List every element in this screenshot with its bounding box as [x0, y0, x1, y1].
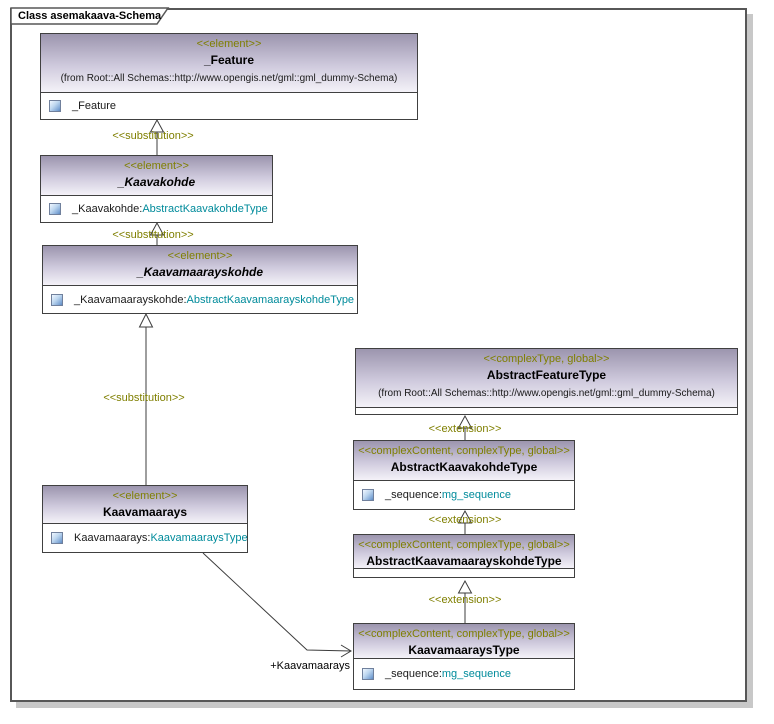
- extension-label-3: <<extension>>: [428, 594, 502, 606]
- node-name: AbstractKaavakohdeType: [390, 460, 538, 474]
- stereotype-label: <<complexType, global>>: [483, 353, 610, 365]
- attributes-compartment-empty: [354, 569, 574, 577]
- stereotype-label: <<element>>: [124, 160, 189, 172]
- association-role-label: +Kaavamaarays: [270, 660, 350, 672]
- attribute-type: mg_sequence: [441, 489, 511, 501]
- node-name: AbstractKaavamaarayskohdeType: [366, 554, 562, 568]
- frame-title: Class asemakaava-Schema: [18, 10, 162, 22]
- attribute-type: AbstractKaavakohdeType: [142, 203, 268, 215]
- class-node-abstractkaavamaarayskohdetype[interactable]: <<complexContent, complexType, global>> …: [353, 534, 575, 578]
- extension-label-2: <<extension>>: [428, 514, 502, 526]
- node-header: <<element>> _Kaavamaarayskohde: [43, 246, 357, 286]
- class-node-abstractfeaturetype[interactable]: <<complexType, global>> AbstractFeatureT…: [355, 348, 738, 415]
- node-header: <<complexContent, complexType, global>> …: [354, 535, 574, 569]
- attribute-name: _sequence:: [385, 668, 442, 680]
- node-name: AbstractFeatureType: [486, 368, 607, 382]
- attributes-compartment: _Kaavakohde: AbstractKaavakohdeType: [41, 196, 272, 222]
- attributes-compartment: _Feature: [41, 93, 417, 119]
- attribute-icon: [362, 668, 374, 680]
- node-header: <<complexType, global>> AbstractFeatureT…: [356, 349, 737, 408]
- substitution-label-2: <<substitution>>: [112, 229, 194, 241]
- stereotype-label: <<complexContent, complexType, global>>: [358, 539, 570, 551]
- node-package-path: (from Root::All Schemas::http://www.open…: [378, 388, 715, 399]
- node-header: <<complexContent, complexType, global>> …: [354, 624, 574, 659]
- attribute-name: Kaavamaarays:: [74, 532, 151, 544]
- substitution-label-1: <<substitution>>: [112, 130, 194, 142]
- node-name: _Kaavakohde: [117, 175, 196, 189]
- stereotype-label: <<complexContent, complexType, global>>: [358, 445, 570, 457]
- attributes-compartment: _sequence: mg_sequence: [354, 481, 574, 509]
- substitution-label-3: <<substitution>>: [103, 392, 185, 404]
- attribute-type: mg_sequence: [441, 668, 511, 680]
- attribute-icon: [49, 203, 61, 215]
- class-node-abstractkaavakohdetype[interactable]: <<complexContent, complexType, global>> …: [353, 440, 575, 510]
- class-node-kaavamaarays[interactable]: <<element>> Kaavamaarays Kaavamaarays: K…: [42, 485, 248, 553]
- attribute-name: _Kaavamaarayskohde:: [74, 293, 187, 306]
- attributes-compartment: Kaavamaarays: KaavamaaraysType: [43, 524, 248, 552]
- class-node-feature[interactable]: <<element>> _Feature (from Root::All Sch…: [40, 33, 418, 120]
- stereotype-label: <<element>>: [112, 490, 178, 502]
- attribute-type: AbstractKaavamaarayskohdeType: [186, 293, 355, 306]
- attribute-icon: [49, 100, 61, 112]
- class-node-kaavamaarayskohde[interactable]: <<element>> _Kaavamaarayskohde _Kaavamaa…: [42, 245, 358, 314]
- attribute-icon: [51, 293, 63, 306]
- node-package-path: (from Root::All Schemas::http://www.open…: [60, 73, 398, 84]
- attribute-icon: [362, 489, 374, 501]
- attributes-compartment: _Kaavamaarayskohde: AbstractKaavamaarays…: [43, 286, 357, 313]
- attributes-compartment-empty: [356, 408, 737, 414]
- extension-label-1: <<extension>>: [428, 423, 502, 435]
- class-node-kaavakohde[interactable]: <<element>> _Kaavakohde _Kaavakohde: Abs…: [40, 155, 273, 223]
- node-name: Kaavamaarays: [102, 505, 188, 519]
- node-name: KaavamaaraysType: [408, 643, 520, 657]
- attribute-icon: [51, 532, 63, 544]
- node-header: <<element>> _Kaavakohde: [41, 156, 272, 196]
- attribute-name: _Kaavakohde:: [72, 203, 143, 215]
- attribute-name: _Feature: [72, 100, 117, 112]
- attributes-compartment: _sequence: mg_sequence: [354, 659, 574, 689]
- node-header: <<element>> Kaavamaarays: [43, 486, 247, 524]
- attribute-type: KaavamaaraysType: [150, 532, 248, 544]
- stereotype-label: <<element>>: [167, 250, 233, 262]
- node-header: <<complexContent, complexType, global>> …: [354, 441, 574, 481]
- stereotype-label: <<element>>: [196, 38, 262, 50]
- node-name: _Feature: [203, 53, 255, 67]
- class-node-kaavamaaraystype[interactable]: <<complexContent, complexType, global>> …: [353, 623, 575, 690]
- stereotype-label: <<complexContent, complexType, global>>: [358, 628, 570, 640]
- attribute-name: _sequence:: [385, 489, 442, 501]
- node-header: <<element>> _Feature (from Root::All Sch…: [41, 34, 417, 93]
- node-name: _Kaavamaarayskohde: [136, 265, 264, 279]
